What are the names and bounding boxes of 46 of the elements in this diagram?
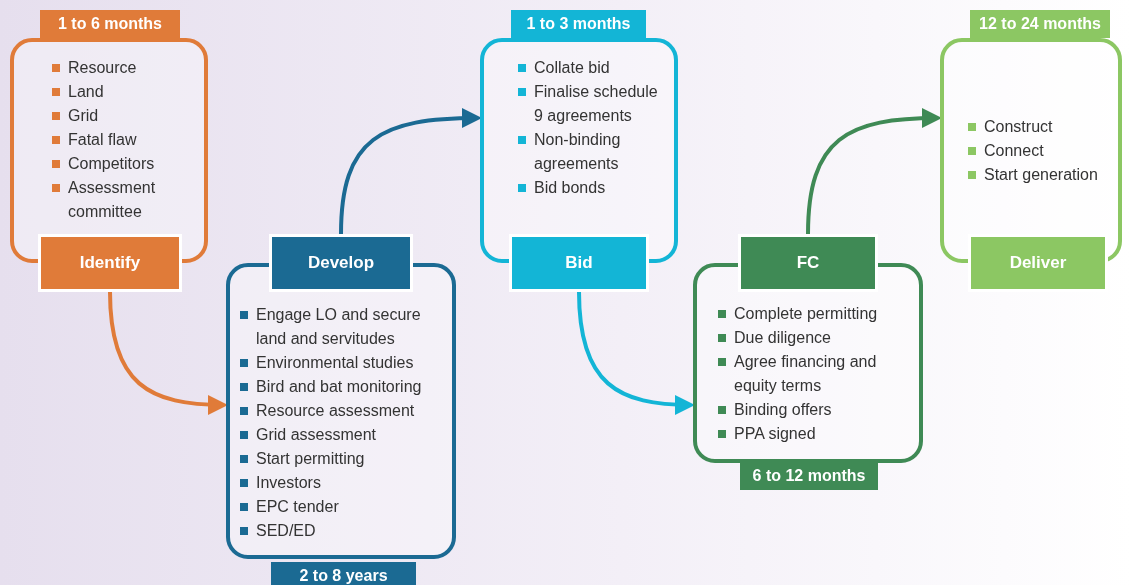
list-item: Construct <box>968 115 1118 139</box>
list-item: Assessment committee <box>52 176 192 224</box>
stage-label: Bid <box>509 234 649 292</box>
list-item: Complete permitting <box>718 302 918 326</box>
arrow <box>108 291 228 415</box>
list-item: Environmental studies <box>240 351 455 375</box>
list-item: Start generation <box>968 163 1118 187</box>
stage-label: FC <box>738 234 878 292</box>
stage-card <box>693 234 923 490</box>
list-item: Finalise schedule 9 agreements <box>518 80 658 128</box>
list-item: Resource assessment <box>240 399 455 423</box>
list-item: Agree financing and equity terms <box>718 350 918 398</box>
stage-card <box>226 234 456 585</box>
list-item: Bid bonds <box>518 176 658 200</box>
list-item: Investors <box>240 471 455 495</box>
stage-card <box>480 10 678 292</box>
list-item: Fatal flaw <box>52 128 192 152</box>
list-item: Non-binding agreements <box>518 128 658 176</box>
list-item: PPA signed <box>718 422 918 446</box>
list-item: Resource <box>52 56 192 80</box>
stage-label: Identify <box>38 234 182 292</box>
list-item: Bird and bat monitoring <box>240 375 455 399</box>
duration-tag: 6 to 12 months <box>740 462 878 490</box>
arrow <box>339 108 482 235</box>
list-item: Engage LO and secure land and servitudes <box>240 303 455 351</box>
duration-tag: 1 to 3 months <box>511 10 646 38</box>
list-item: Grid <box>52 104 192 128</box>
list-item: Collate bid <box>518 56 658 80</box>
arrow <box>577 291 695 415</box>
list-item: Land <box>52 80 192 104</box>
list-item: Start permitting <box>240 447 455 471</box>
list-item: Binding offers <box>718 398 918 422</box>
list-item: Grid assessment <box>240 423 455 447</box>
stage-card <box>940 10 1122 292</box>
list-item: Connect <box>968 139 1118 163</box>
list-item: Due diligence <box>718 326 918 350</box>
duration-tag: 1 to 6 months <box>40 10 180 38</box>
list-item: EPC tender <box>240 495 455 519</box>
list-item: SED/ED <box>240 519 455 543</box>
duration-tag: 2 to 8 years <box>271 562 416 585</box>
stage-label: Deliver <box>968 234 1108 292</box>
duration-tag: 12 to 24 months <box>970 10 1110 38</box>
stage-card <box>10 10 208 292</box>
stage-label: Develop <box>269 234 413 292</box>
list-item: Competitors <box>52 152 192 176</box>
arrow <box>806 108 942 235</box>
